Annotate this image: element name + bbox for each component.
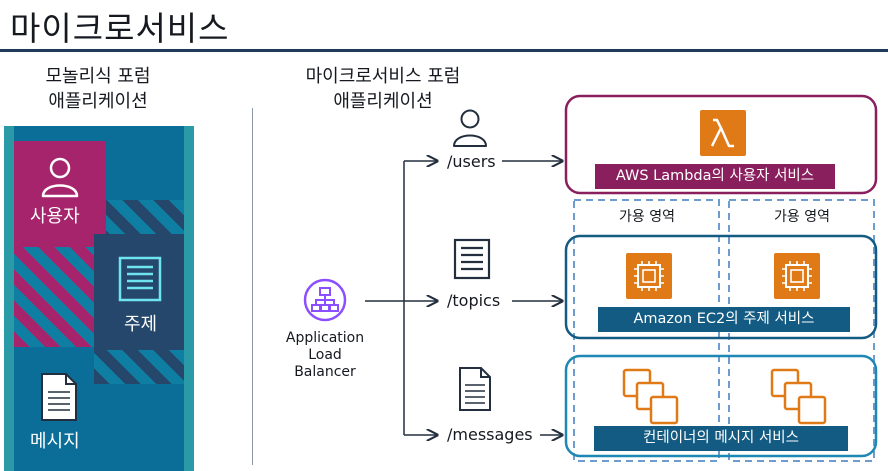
users-stripe <box>14 247 106 347</box>
monolith-caption-line1: 모놀리식 포럼 <box>45 66 151 87</box>
ec2-chip-icon <box>774 253 820 299</box>
topics-stripe-bottom <box>94 350 184 384</box>
user-icon <box>40 156 80 198</box>
topics-stripe-top <box>94 200 184 234</box>
microservices-caption-line2: 애플리케이션 <box>333 91 433 112</box>
title-divider <box>0 49 888 52</box>
lambda-service-label: AWS Lambda의 사용자 서비스 <box>595 164 835 189</box>
document-icon <box>458 366 492 412</box>
topics-path-label: /topics <box>447 291 501 310</box>
arrow-icon <box>365 161 562 435</box>
availability-zone-2 <box>728 199 875 462</box>
containers-icon <box>770 368 828 426</box>
page-title: 마이크로서비스 <box>10 9 230 48</box>
lambda-icon <box>700 110 746 156</box>
ec2-service-box <box>564 234 878 340</box>
availability-zone-1 <box>573 199 720 462</box>
user-icon <box>452 108 488 148</box>
availability-zone-label-2: 가용 영역 <box>774 209 830 225</box>
monolith-caption: 모놀리식 포럼 애플리케이션 <box>8 64 188 114</box>
monolith-messages-label: 메시지 <box>30 431 80 452</box>
section-divider <box>252 108 253 465</box>
document-icon <box>40 372 78 422</box>
alb-label-line3: Balancer <box>294 364 356 380</box>
load-balancer-icon <box>303 278 347 322</box>
monolith-users-label: 사용자 <box>30 206 80 227</box>
container-service-box <box>564 354 878 458</box>
containers-icon <box>622 368 680 426</box>
messages-path-label: /messages <box>447 425 533 444</box>
users-path-label: /users <box>447 152 496 171</box>
monolith-topics-block <box>94 234 184 350</box>
list-icon <box>118 256 162 302</box>
lambda-service-box <box>564 94 878 195</box>
microservices-caption-line1: 마이크로서비스 포럼 <box>305 66 461 87</box>
monolith-caption-line2: 애플리케이션 <box>48 91 148 112</box>
availability-zone-label-1: 가용 영역 <box>619 209 675 225</box>
list-icon <box>453 238 491 280</box>
container-service-label: 컨테이너의 메시지 서비스 <box>594 426 848 451</box>
alb-label-line1: Application <box>285 330 365 346</box>
microservices-caption: 마이크로서비스 포럼 애플리케이션 <box>268 64 498 114</box>
ec2-service-label: Amazon EC2의 주제 서비스 <box>598 307 850 332</box>
monolith-topics-label: 주제 <box>124 314 158 335</box>
alb-label-line2: Load <box>308 347 342 363</box>
ec2-chip-icon <box>626 253 672 299</box>
load-balancer-label: Application Load Balancer <box>278 330 372 381</box>
